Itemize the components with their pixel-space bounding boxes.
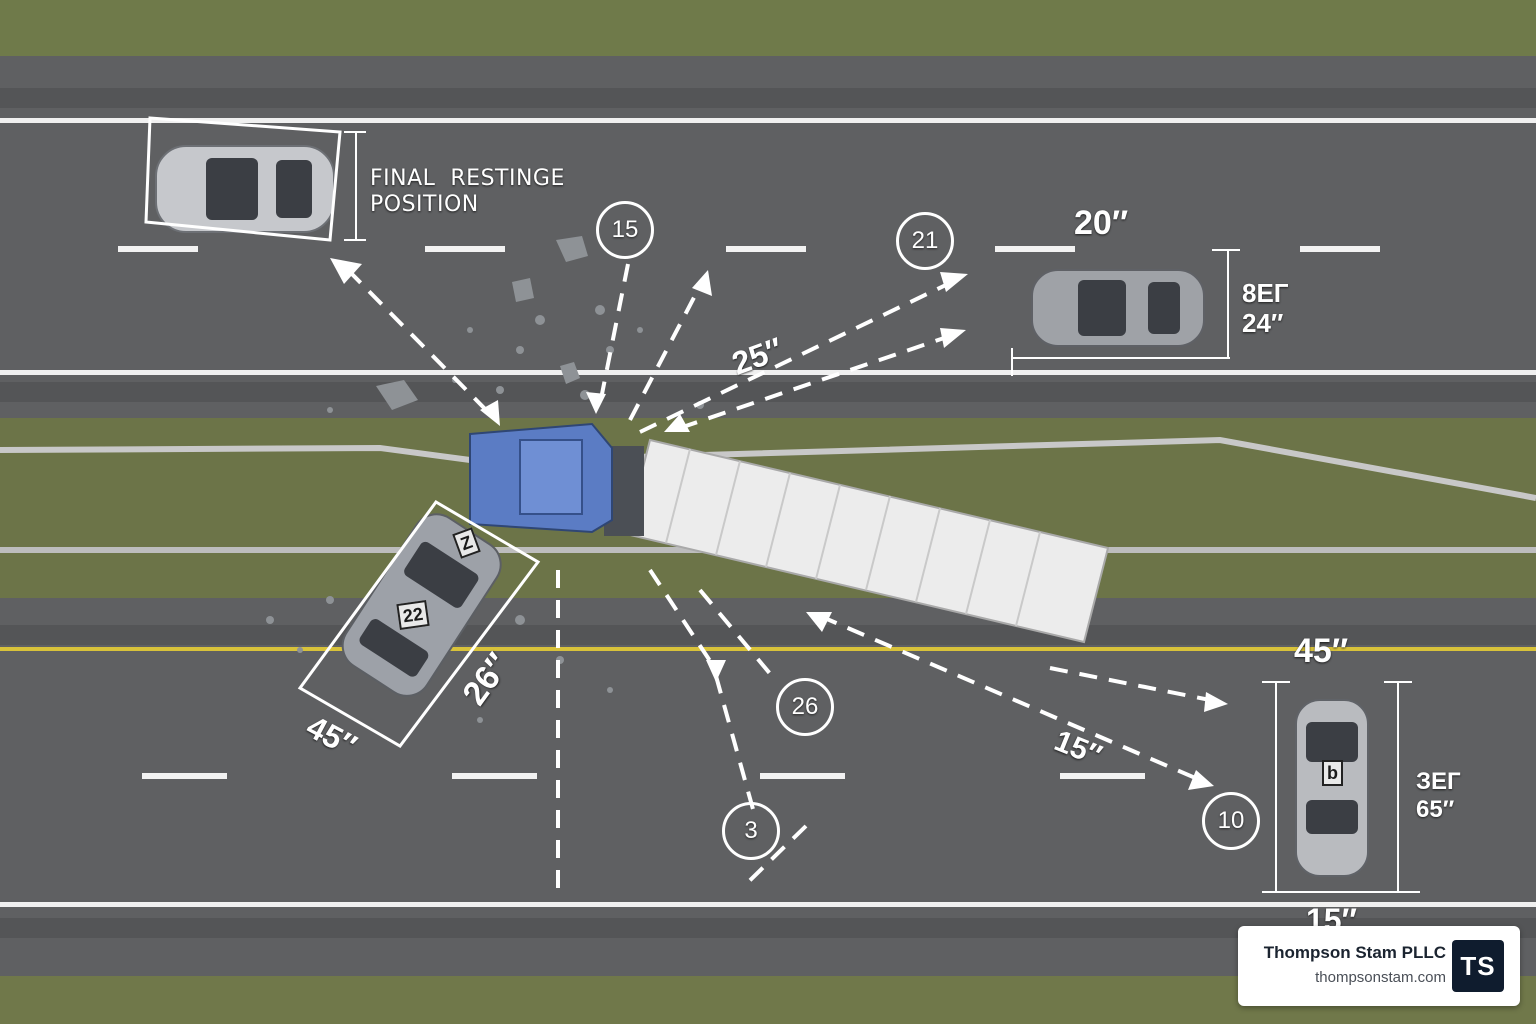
crashed-car-roof-tag: 22 [396, 600, 430, 630]
car-final-position [155, 145, 335, 233]
trajectory-lines [346, 263, 1211, 896]
measure-right-upper: 8ЕГ 24″ [1242, 278, 1289, 338]
road-north [0, 56, 1536, 418]
rumble-strip-top [0, 88, 1536, 108]
yellow-edge-line [0, 647, 1536, 651]
lane-dashes-north [118, 246, 1380, 252]
debris-field [266, 236, 704, 723]
car-south-right [1295, 699, 1369, 877]
lane-dashes-south [142, 773, 1145, 779]
law-firm-url[interactable]: thompsonstam.com [1315, 969, 1446, 986]
edge-line-top [0, 118, 1536, 123]
edge-line-median-top [0, 370, 1536, 375]
marker-15: 15 [596, 201, 654, 259]
road-south [0, 598, 1536, 976]
truck-cab [469, 422, 644, 536]
final-position-outline [144, 116, 342, 242]
lower-car-tag: b [1322, 760, 1343, 786]
edge-line-bottom [0, 902, 1536, 907]
crashed-car-outline [297, 500, 541, 748]
car-north-right [1031, 269, 1205, 347]
law-firm-name: Thompson Stam PLLC [1263, 943, 1446, 962]
law-firm-badge[interactable]: Thompson Stam PLLC thompsonstam.com TS [1238, 926, 1520, 1006]
measure-top-right: 20″ [1074, 204, 1129, 242]
arrow-heads [330, 258, 1228, 790]
measure-right-top: 45″ [1294, 632, 1349, 670]
final-position-caption: FINAL RESTINGE POSITION [370, 166, 565, 217]
marker-10: 10 [1202, 792, 1260, 850]
marker-21: 21 [896, 212, 954, 270]
marker-3: 3 [722, 802, 780, 860]
measure-right-lower: ЗЕГ 65″ [1416, 768, 1461, 823]
marker-26: 26 [776, 678, 834, 736]
rumble-strip-bottom [0, 918, 1536, 938]
law-firm-logo: TS [1452, 940, 1504, 992]
